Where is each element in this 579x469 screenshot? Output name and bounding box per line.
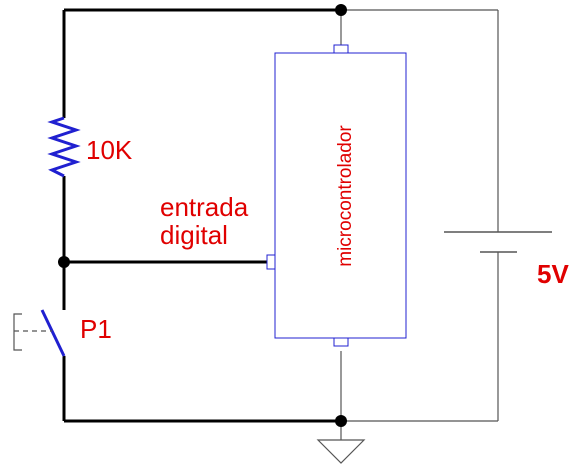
switch-label: P1	[80, 314, 112, 344]
mcu-pin-bottom	[333, 337, 349, 347]
junction-dots	[58, 4, 347, 427]
resistor-value-label: 10K	[86, 135, 133, 165]
input-label-line1: entrada	[160, 192, 249, 222]
mcu-pin-top	[333, 44, 349, 54]
junction-input	[58, 256, 70, 268]
ground-icon	[316, 439, 366, 464]
switch-blade	[40, 309, 66, 357]
battery-symbol	[444, 231, 552, 253]
junction-bottom	[335, 415, 347, 427]
mcu-pin-input	[266, 254, 276, 270]
switch-p1	[13, 300, 66, 357]
resistor-icon	[47, 116, 81, 178]
junction-top	[335, 4, 347, 16]
switch-actuator-bracket	[13, 313, 22, 351]
thick-wires	[62, 8, 341, 423]
mcu-label: microcontrolador	[335, 125, 356, 267]
thin-wires	[340, 9, 499, 440]
supply-voltage-label: 5V	[537, 259, 569, 289]
input-label-line2: digital	[160, 220, 228, 250]
